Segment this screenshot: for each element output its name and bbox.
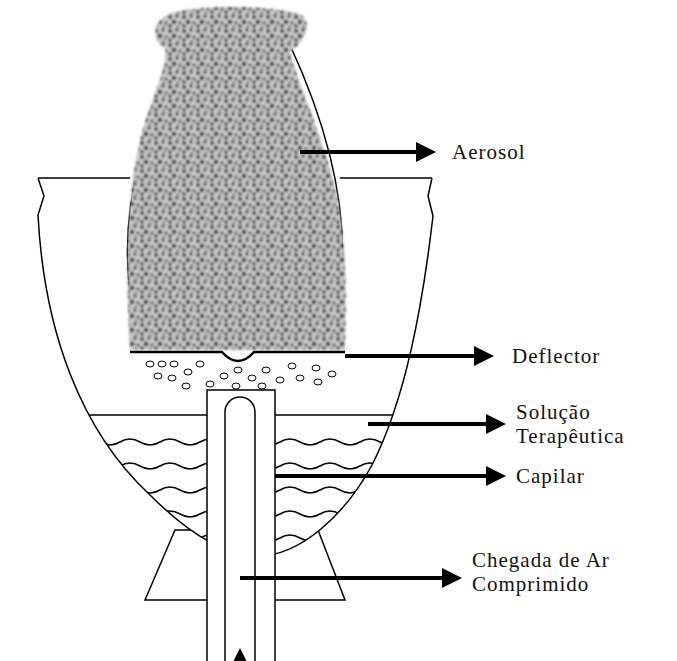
droplets	[146, 361, 336, 389]
air-capillary	[225, 397, 255, 661]
outer-tube	[207, 390, 275, 661]
solution-label: Solução Terapêutica	[516, 400, 666, 448]
air-leader	[240, 576, 458, 580]
deflector-label: Deflector	[512, 344, 672, 368]
air-inlet-label: Chegada de Ar Comprimido	[472, 548, 667, 596]
solution-leader	[368, 422, 502, 426]
capillary-leader	[275, 474, 502, 478]
deflector-leader	[345, 354, 490, 358]
air-inlet-arrow	[239, 652, 241, 660]
aerosol-label: Aerosol	[452, 140, 652, 164]
aerosol-cloud	[128, 7, 346, 350]
deflector-plate	[130, 352, 345, 361]
aerosol-leader	[300, 150, 432, 154]
capillary-label: Capilar	[516, 464, 666, 488]
